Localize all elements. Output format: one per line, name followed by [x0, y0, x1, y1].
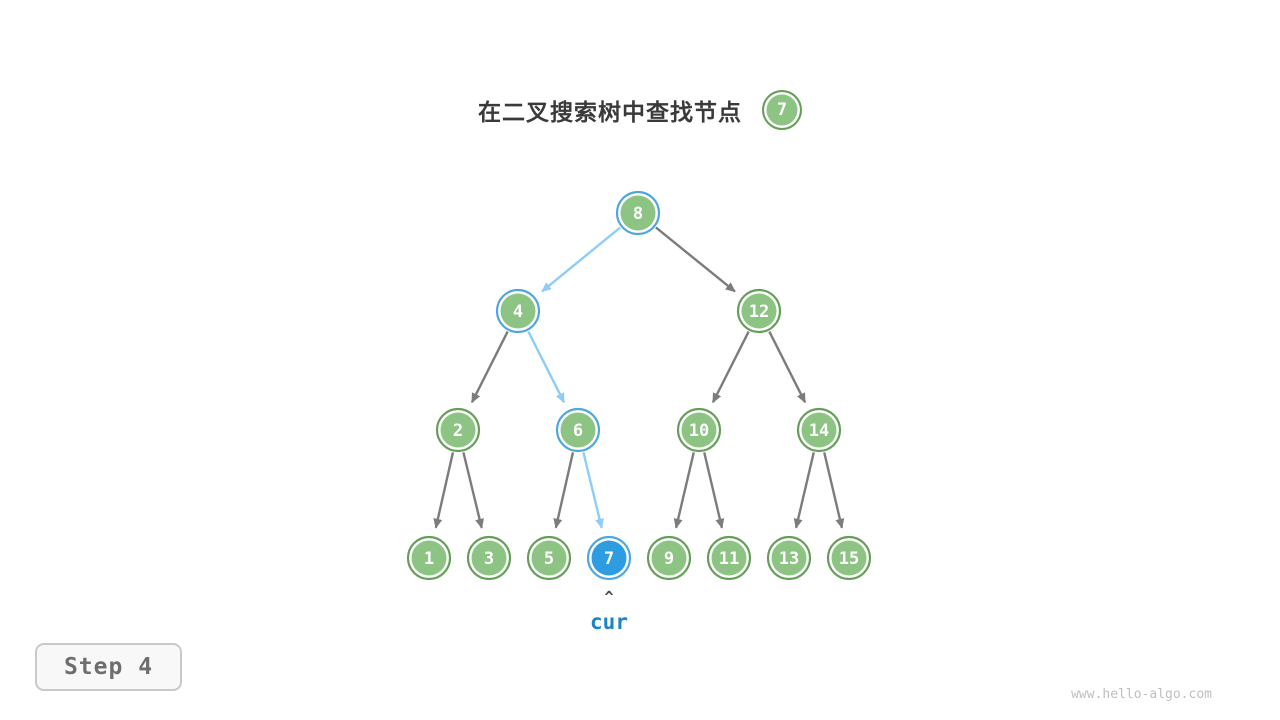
tree-edges	[433, 226, 845, 529]
node-value: 8	[633, 204, 643, 224]
node-fill	[500, 293, 536, 329]
tree-edge	[703, 452, 725, 529]
node-fill	[831, 540, 867, 576]
node-value: 15	[839, 549, 859, 569]
tree-node-14: 14	[796, 407, 842, 453]
tree-edge	[673, 452, 695, 529]
cur-pointer-label: cur	[590, 610, 628, 634]
node-fill	[771, 540, 807, 576]
node-fill	[620, 195, 656, 231]
tree-edge	[462, 452, 484, 529]
node-fill	[591, 540, 627, 576]
tree-node-11: 11	[706, 535, 752, 581]
node-value: 9	[664, 549, 674, 569]
node-fill	[681, 412, 717, 448]
tree-node-9: 9	[646, 535, 692, 581]
tree-node-7: 7	[586, 535, 632, 581]
search-target-value: 7	[776, 100, 788, 120]
node-fill	[801, 412, 837, 448]
node-value: 10	[689, 421, 709, 441]
tree-edge	[711, 330, 750, 404]
tree-edge	[553, 452, 575, 529]
tree-node-3: 3	[466, 535, 512, 581]
node-value: 1	[424, 549, 434, 569]
cur-caret: ^	[604, 588, 614, 606]
node-value: 2	[453, 421, 463, 441]
node-fill	[560, 412, 596, 448]
tree-node-6: 6	[555, 407, 601, 453]
tree-edge	[527, 330, 566, 404]
tree-edge	[582, 452, 604, 529]
figure-title-row: 在二叉搜索树中查找节点 7	[0, 88, 1280, 132]
node-value: 14	[809, 421, 829, 441]
node-value: 11	[719, 549, 739, 569]
tree-edge	[823, 452, 845, 529]
tree-edge	[433, 452, 455, 529]
tree-node-1: 1	[406, 535, 452, 581]
tree-edge	[655, 226, 736, 293]
tree-node-4: 4	[495, 288, 541, 334]
figure-title: 在二叉搜索树中查找节点	[478, 99, 742, 125]
step-badge-label: Step 4	[63, 654, 154, 680]
tree-edge	[768, 330, 807, 404]
tree-node-13: 13	[766, 535, 812, 581]
node-value: 3	[484, 549, 494, 569]
node-fill	[711, 540, 747, 576]
tree-edge	[793, 452, 815, 529]
node-fill	[411, 540, 447, 576]
tree-edge	[470, 330, 509, 404]
node-value: 13	[779, 549, 799, 569]
tree-node-5: 5	[526, 535, 572, 581]
node-value: 5	[544, 549, 554, 569]
node-value: 6	[573, 421, 583, 441]
node-fill	[471, 540, 507, 576]
tree-node-12: 12	[736, 288, 782, 334]
tree-node-8: 8	[615, 190, 661, 236]
tree-node-10: 10	[676, 407, 722, 453]
node-value: 7	[604, 549, 614, 569]
node-value: 4	[513, 302, 523, 322]
node-fill	[651, 540, 687, 576]
tree-node-2: 2	[435, 407, 481, 453]
node-fill	[440, 412, 476, 448]
tree-edge	[541, 226, 621, 293]
watermark: www.hello-algo.com	[1071, 687, 1212, 702]
node-fill	[531, 540, 567, 576]
search-target-node: 7	[762, 90, 802, 130]
node-fill	[741, 293, 777, 329]
node-value: 12	[749, 302, 769, 322]
tree-node-15: 15	[826, 535, 872, 581]
step-badge: Step 4	[35, 643, 182, 691]
